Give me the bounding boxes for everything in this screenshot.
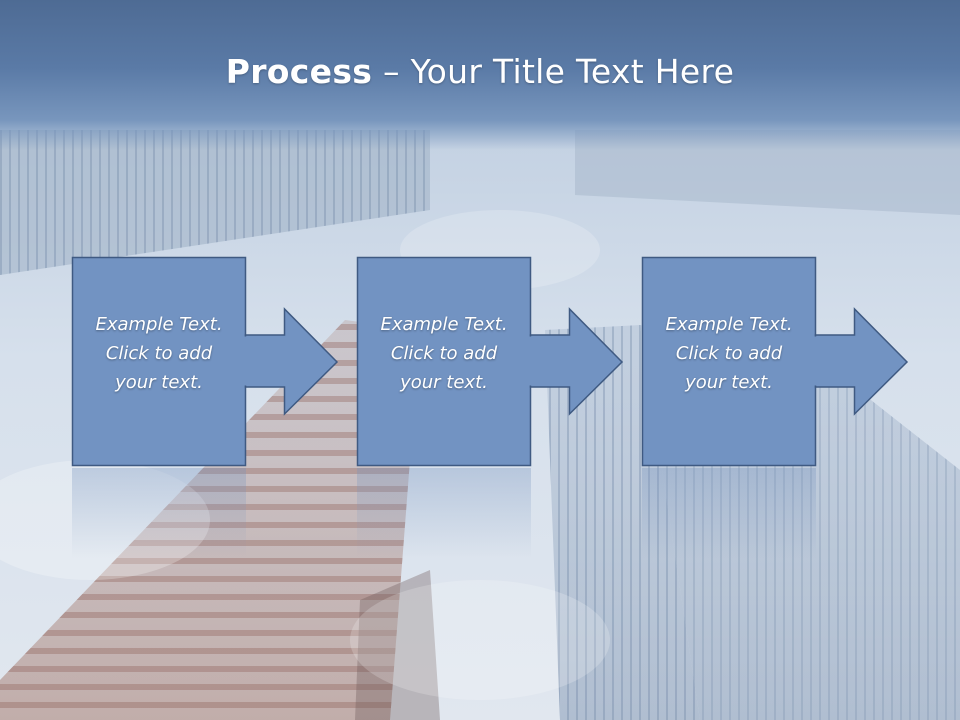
step-1-reflection [72, 468, 246, 558]
step-2-reflection [357, 468, 531, 558]
step-2-text: Example Text. Click to add your text. [357, 310, 531, 397]
step-2-line-1: Example Text. [380, 314, 508, 335]
slide-title[interactable]: Process – Your Title Text Here [0, 52, 960, 91]
step-3-line-1: Example Text. [665, 314, 793, 335]
step-1-line-2: Click to add [105, 343, 213, 364]
process-step-2[interactable]: Example Text. Click to add your text. [356, 256, 624, 467]
title-rest-part: – Your Title Text Here [372, 52, 735, 91]
step-1-text: Example Text. Click to add your text. [72, 310, 246, 397]
step-1-line-3: your text. [115, 372, 203, 393]
step-2-arrow-shape [356, 256, 624, 467]
title-band [0, 0, 960, 150]
title-bold-part: Process [225, 52, 373, 91]
step-3-arrow-shape [641, 256, 909, 467]
process-step-1[interactable]: Example Text. Click to add your text. [71, 256, 339, 467]
step-2-line-3: your text. [400, 372, 488, 393]
step-2-line-2: Click to add [390, 343, 498, 364]
step-1-line-1: Example Text. [95, 314, 223, 335]
step-3-line-2: Click to add [675, 343, 783, 364]
step-3-line-3: your text. [685, 372, 773, 393]
step-3-text: Example Text. Click to add your text. [642, 310, 816, 397]
step-3-reflection [642, 468, 816, 558]
step-1-arrow-shape [71, 256, 339, 467]
process-step-3[interactable]: Example Text. Click to add your text. [641, 256, 909, 467]
